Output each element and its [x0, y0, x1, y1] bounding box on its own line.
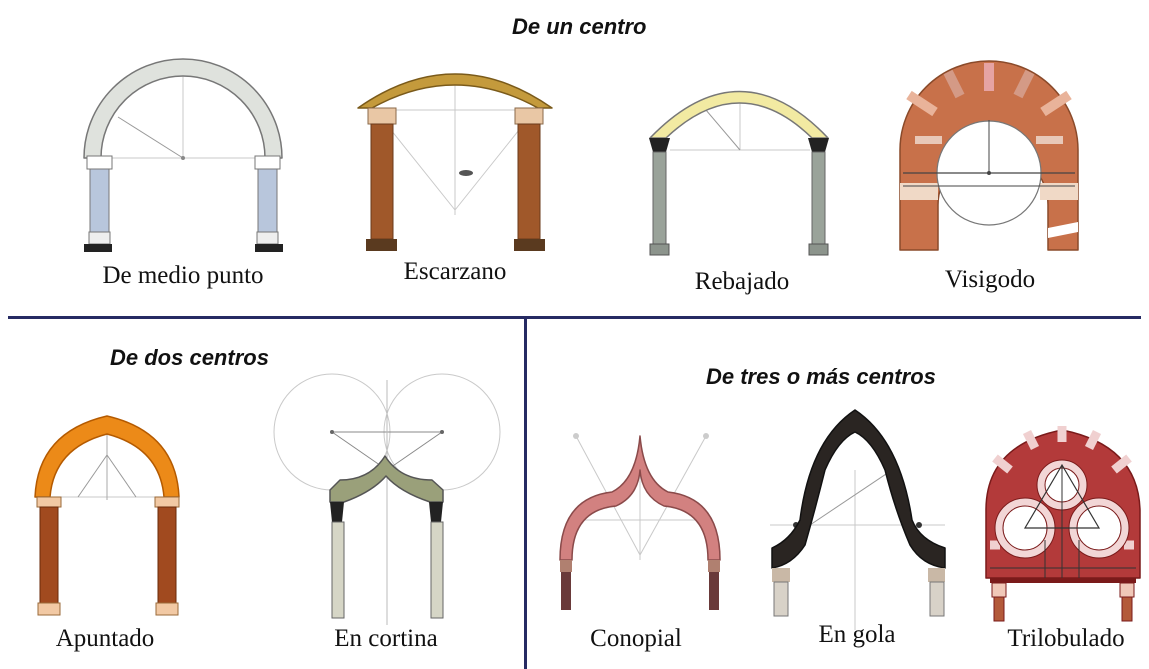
label-medio-punto: De medio punto [102, 262, 264, 289]
visigodo-arch [899, 60, 1079, 251]
label-en-cortina: En cortina [334, 625, 438, 652]
vertical-divider [524, 318, 527, 669]
section-title-two-centers: De dos centros [110, 345, 269, 370]
label-visigodo: Visigodo [944, 266, 1036, 293]
en-gola-arch [770, 409, 946, 630]
rebajado-arch [649, 90, 829, 256]
label-rebajado: Rebajado [694, 268, 790, 295]
section-title-one-center: De un centro [512, 14, 647, 39]
label-conopial: Conopial [590, 625, 682, 652]
section-title-three-centers: De tres o más centros [706, 364, 936, 389]
en-cortina-arch [273, 373, 501, 625]
medio-punto-arch [83, 58, 283, 252]
label-apuntado: Apuntado [55, 625, 155, 652]
apuntado-arch [34, 415, 180, 616]
label-trilobulado: Trilobulado [1007, 625, 1125, 652]
label-en-gola: En gola [818, 621, 896, 648]
trilobulado-arch [985, 426, 1141, 622]
label-escarzano: Escarzano [403, 258, 507, 285]
horizontal-divider [8, 316, 1141, 319]
conopial-arch [559, 433, 721, 610]
escarzano-arch [357, 73, 553, 251]
